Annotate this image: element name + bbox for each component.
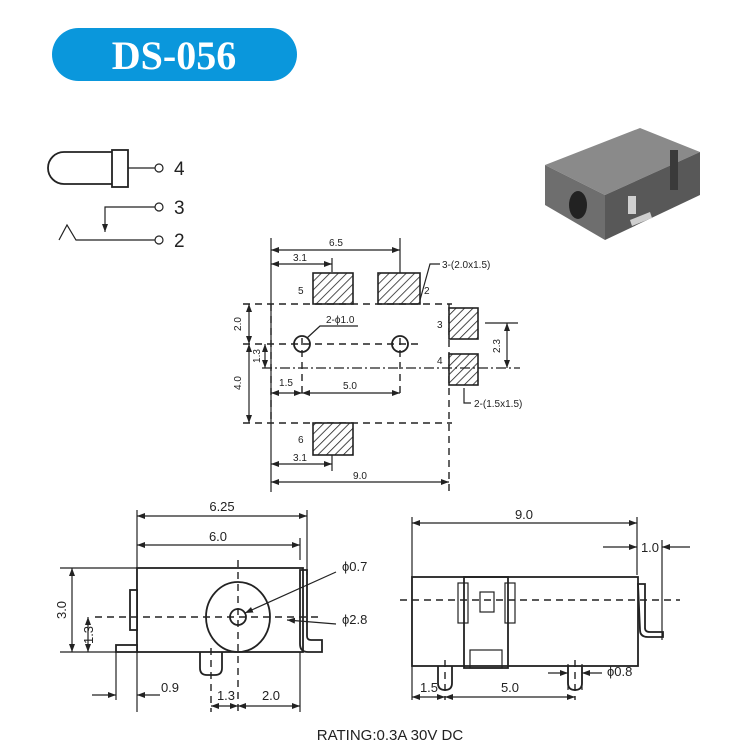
hole-diameter-label: ϕ2.8 [342, 612, 367, 627]
product-photo [545, 128, 700, 240]
dim-6-0: 6.0 [209, 529, 227, 544]
pin-label-2: 2 [174, 231, 185, 252]
dim-6-25: 6.25 [209, 499, 234, 514]
dim-1-0: 1.0 [641, 540, 659, 555]
pad-5 [312, 272, 354, 305]
rating-text: RATING:0.3A 30V DC [317, 727, 464, 744]
dim-9-0: 9.0 [353, 471, 367, 482]
pad-2 [377, 272, 421, 305]
dim-2-0: 2.0 [233, 317, 244, 331]
dim-4-0: 4.0 [233, 376, 244, 390]
pad-note-small: 2-(1.5x1.5) [474, 399, 522, 410]
dim-1-3: 1.3 [252, 349, 263, 363]
dim-1-3-offset: 1.3 [217, 688, 235, 703]
dim-1-5-side: 1.5 [420, 680, 438, 695]
dim-0-9: 0.9 [161, 680, 179, 695]
pad-6 [312, 422, 354, 456]
pad-note-large: 3-(2.0x1.5) [442, 260, 490, 271]
title-badge: DS-056 [52, 28, 297, 81]
dim-3-1-top: 3.1 [293, 253, 307, 264]
pad-3 [448, 307, 479, 340]
dim-1-3-height: 1.3 [81, 626, 96, 644]
dim-5-0: 5.0 [343, 381, 357, 392]
pad-label-4: 4 [437, 356, 443, 367]
pad-label-5: 5 [298, 286, 304, 297]
dim-1-5: 1.5 [279, 378, 293, 389]
side-view: 9.0 1.0 ϕ0.8 1.5 5.0 [400, 507, 690, 700]
pad-4 [448, 353, 479, 386]
dim-9-0-side: 9.0 [515, 507, 533, 522]
dim-2-3: 2.3 [492, 339, 503, 353]
schematic-symbol: 4 3 2 [47, 149, 185, 252]
pcb-footprint: 6.5 3.1 5 2 3-(2.0x1.5) 3 4 2-ϕ1.0 2.3 2… [233, 238, 522, 492]
pin-label-4: 4 [174, 159, 185, 180]
dim-5-0-side: 5.0 [501, 680, 519, 695]
pad-label-3: 3 [437, 320, 443, 331]
hole-note: 2-ϕ1.0 [326, 315, 355, 326]
pin-diameter-side: ϕ0.8 [607, 664, 632, 679]
dim-6-5: 6.5 [329, 238, 343, 249]
pad-label-6: 6 [298, 435, 304, 446]
pin-label-3: 3 [174, 198, 185, 219]
pad-label-2: 2 [424, 286, 430, 297]
front-view: 6.25 6.0 3.0 1.3 0.9 1.3 2.0 ϕ0.7 ϕ2.8 [54, 499, 367, 712]
dim-3-0: 3.0 [54, 601, 69, 619]
dim-3-1-bottom: 3.1 [293, 453, 307, 464]
dim-2-0: 2.0 [262, 688, 280, 703]
pin-diameter-label: ϕ0.7 [342, 559, 367, 574]
part-number: DS-056 [112, 33, 236, 78]
